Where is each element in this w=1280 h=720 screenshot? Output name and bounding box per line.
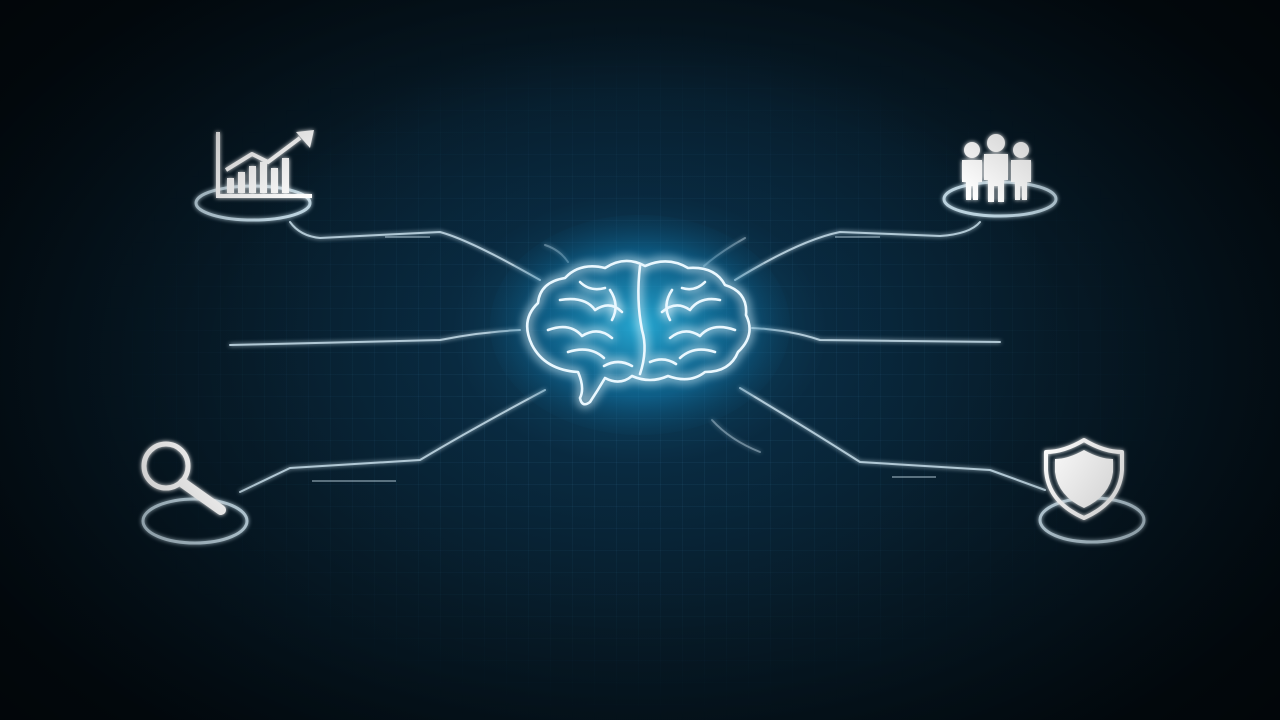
- link-faint-3: [711, 419, 761, 453]
- link-top-right: [734, 221, 981, 281]
- shield-icon: [1044, 438, 1124, 520]
- people-group-icon: [962, 134, 1031, 202]
- ring-bottom-right: [1038, 496, 1146, 544]
- brain-icon: [490, 215, 790, 435]
- link-left: [229, 329, 521, 346]
- link-bottom-left: [239, 389, 546, 493]
- link-bottom-right: [739, 387, 1046, 491]
- link-top-left: [289, 221, 541, 281]
- ring-bottom-left: [141, 497, 249, 545]
- growth-chart-icon: [216, 130, 314, 198]
